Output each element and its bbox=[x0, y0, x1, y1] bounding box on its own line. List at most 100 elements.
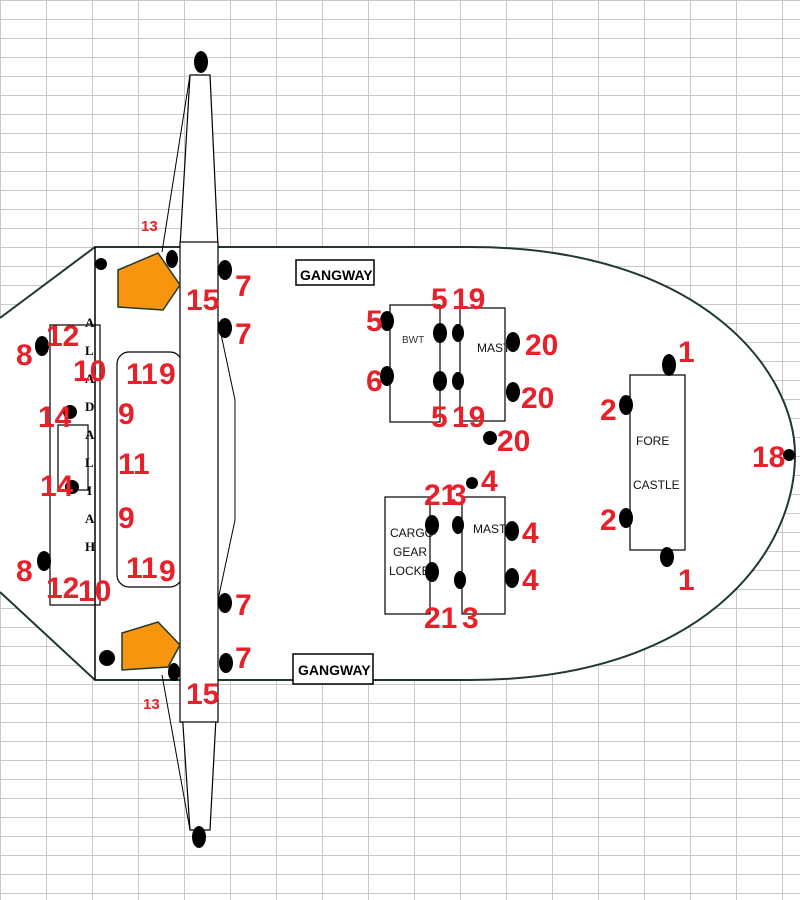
bollards bbox=[35, 51, 795, 848]
bollard bbox=[99, 650, 115, 666]
bollard bbox=[219, 653, 233, 673]
mast-upper-box bbox=[459, 307, 506, 422]
line-number-1: 1 bbox=[678, 564, 695, 597]
bollard bbox=[452, 324, 464, 342]
svg-text:L: L bbox=[85, 343, 94, 358]
line-number-10: 10 bbox=[73, 355, 106, 388]
bollard bbox=[37, 551, 51, 571]
line-number-6: 6 bbox=[366, 365, 383, 398]
line-number-3: 3 bbox=[450, 479, 467, 512]
bollard bbox=[63, 405, 77, 419]
cargo-label-1: CARGO bbox=[390, 526, 434, 540]
mooring-line-numbers: 1 1 2 2 3 3 4 4 4 5 5 5 6 7 7 7 7 8 8 9 … bbox=[16, 218, 785, 713]
line-number-7: 7 bbox=[235, 318, 252, 351]
bollard bbox=[783, 449, 795, 461]
line-number-15: 15 bbox=[186, 678, 219, 711]
bollard bbox=[168, 663, 180, 681]
line-number-5: 5 bbox=[431, 401, 448, 434]
forecastle-box bbox=[629, 374, 686, 551]
line-number-7: 7 bbox=[235, 589, 252, 622]
line-number-13: 13 bbox=[141, 218, 158, 235]
line-number-8: 8 bbox=[16, 555, 33, 588]
line-number-2: 2 bbox=[600, 504, 617, 537]
line-number-11: 11 bbox=[126, 552, 158, 585]
bridge-beam bbox=[179, 241, 219, 723]
bollard bbox=[452, 372, 464, 390]
bollard bbox=[166, 250, 178, 268]
line-number-14: 14 bbox=[38, 401, 72, 434]
line-number-4: 4 bbox=[481, 465, 498, 498]
bollard bbox=[483, 431, 497, 445]
line-number-9: 9 bbox=[118, 502, 135, 535]
mooring-winch-bottom bbox=[121, 621, 181, 671]
line-number-20: 20 bbox=[525, 329, 558, 362]
line-number-15: 15 bbox=[186, 284, 219, 317]
line-number-5: 5 bbox=[431, 283, 448, 316]
stern-deck-outline bbox=[49, 324, 101, 606]
line-number-4: 4 bbox=[522, 564, 539, 597]
gangway-bottom-box bbox=[292, 653, 374, 685]
bollard bbox=[452, 516, 464, 534]
bollard bbox=[454, 571, 466, 589]
svg-text:H: H bbox=[85, 539, 95, 554]
cargo-label-2: GEAR bbox=[393, 545, 427, 559]
line-number-9: 9 bbox=[159, 555, 176, 588]
bollard bbox=[433, 323, 447, 343]
line-number-7: 7 bbox=[235, 270, 252, 303]
bollard bbox=[425, 562, 439, 582]
svg-text:A: A bbox=[85, 427, 95, 442]
bridge-front bbox=[217, 319, 236, 601]
svg-text:I: I bbox=[87, 483, 92, 498]
mooring-winch-top bbox=[117, 252, 181, 311]
line-number-14: 14 bbox=[40, 470, 74, 503]
line-number-12: 12 bbox=[46, 320, 79, 353]
mast-lower-box bbox=[461, 496, 506, 615]
line-number-12: 12 bbox=[46, 572, 79, 605]
svg-text:A: A bbox=[85, 511, 95, 526]
bollard bbox=[218, 260, 232, 280]
line-number-11: 11 bbox=[126, 358, 158, 391]
bollard bbox=[35, 336, 49, 356]
bollard bbox=[380, 366, 394, 386]
bollard bbox=[660, 547, 674, 567]
line-number-18: 18 bbox=[752, 441, 785, 474]
mast-upper-label: MAST bbox=[477, 341, 511, 355]
svg-text:L: L bbox=[85, 455, 94, 470]
gangway-top: GANGWAY bbox=[300, 267, 373, 283]
bollard bbox=[662, 354, 676, 376]
bollard bbox=[433, 371, 447, 391]
bollard bbox=[218, 318, 232, 338]
svg-text:D: D bbox=[85, 399, 94, 414]
line-number-5: 5 bbox=[366, 305, 383, 338]
gangway-bottom: GANGWAY bbox=[298, 662, 371, 678]
forecastle-label-2: CASTLE bbox=[633, 478, 680, 492]
line-number-20: 20 bbox=[521, 382, 554, 415]
line-number-21: 21 bbox=[424, 479, 457, 512]
line-number-7: 7 bbox=[235, 642, 252, 675]
line-number-9: 9 bbox=[159, 358, 176, 391]
bwt-box bbox=[389, 304, 441, 423]
ship-name-vertical: A L A D A L I A H bbox=[85, 315, 95, 554]
boom-line bbox=[161, 674, 191, 831]
bollard bbox=[380, 311, 394, 331]
line-number-3: 3 bbox=[462, 602, 479, 635]
svg-text:A: A bbox=[85, 371, 95, 386]
bollard bbox=[619, 508, 633, 528]
mast-lower-label: MAST bbox=[473, 522, 507, 536]
line-number-19: 19 bbox=[452, 283, 485, 316]
bollard bbox=[505, 521, 519, 541]
line-number-11: 11 bbox=[118, 448, 150, 481]
bollard bbox=[425, 515, 439, 535]
line-number-21: 21 bbox=[424, 602, 457, 635]
bollard bbox=[218, 593, 232, 613]
line-number-10: 10 bbox=[78, 575, 111, 608]
line-number-19: 19 bbox=[452, 401, 485, 434]
boom-line bbox=[161, 74, 191, 253]
line-number-9: 9 bbox=[118, 398, 135, 431]
line-number-13: 13 bbox=[143, 696, 160, 713]
line-number-2: 2 bbox=[600, 394, 617, 427]
bollard bbox=[619, 395, 633, 415]
bwt-label: BWT bbox=[402, 335, 424, 346]
bollard bbox=[95, 258, 107, 270]
